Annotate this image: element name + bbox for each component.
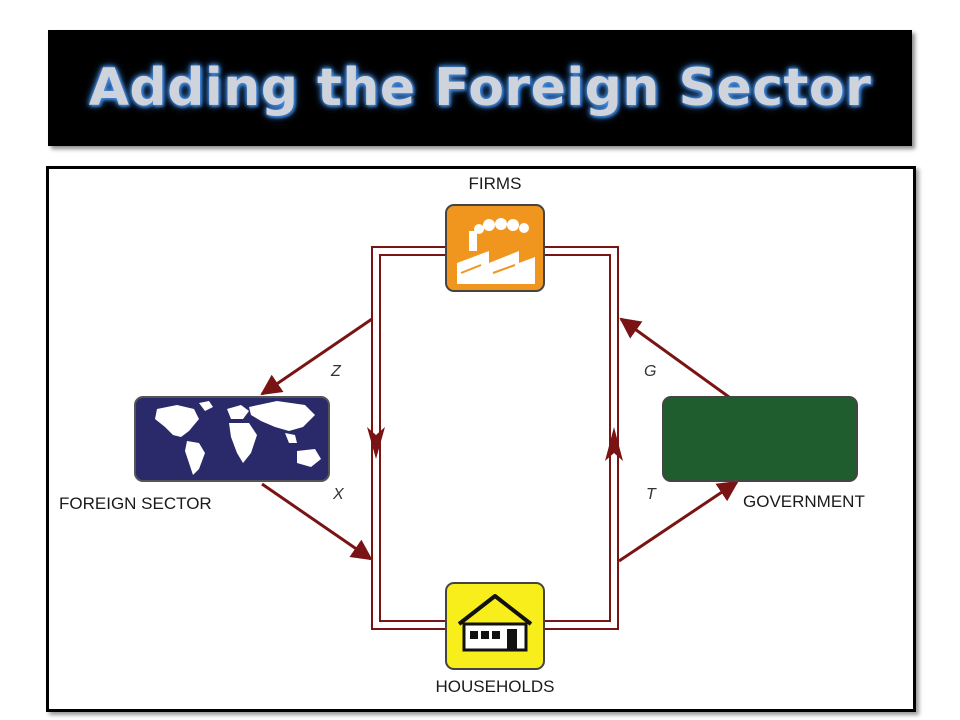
flow-g-label: G xyxy=(644,363,656,380)
flow-z-label: Z xyxy=(330,363,342,380)
loop-down-arrow xyxy=(367,427,385,459)
circular-flow-loop xyxy=(371,246,619,630)
house-icon xyxy=(445,582,545,670)
diagram-frame: Z X G T FIRMS xyxy=(46,166,916,712)
title-bar: Adding the Foreign Sector xyxy=(48,30,912,146)
flow-x-label: X xyxy=(332,486,345,503)
flow-g-arrow xyxy=(619,317,730,399)
firms-label: FIRMS xyxy=(469,174,522,193)
flow-x-arrow xyxy=(261,482,373,561)
households-label: HOUSEHOLDS xyxy=(435,677,554,696)
government-label: GOVERNMENT xyxy=(743,492,865,511)
flow-t-arrow xyxy=(618,480,739,563)
government-box xyxy=(662,396,858,482)
flow-z-arrow xyxy=(260,317,373,396)
flow-t-label: T xyxy=(646,486,657,503)
factory-icon xyxy=(445,204,545,292)
slide-title: Adding the Foreign Sector xyxy=(88,58,872,118)
foreign-sector-label: FOREIGN SECTOR xyxy=(59,494,212,513)
loop-up-arrow xyxy=(605,427,623,461)
world-map-icon xyxy=(134,396,330,482)
circular-flow-diagram: Z X G T FIRMS xyxy=(59,174,865,696)
